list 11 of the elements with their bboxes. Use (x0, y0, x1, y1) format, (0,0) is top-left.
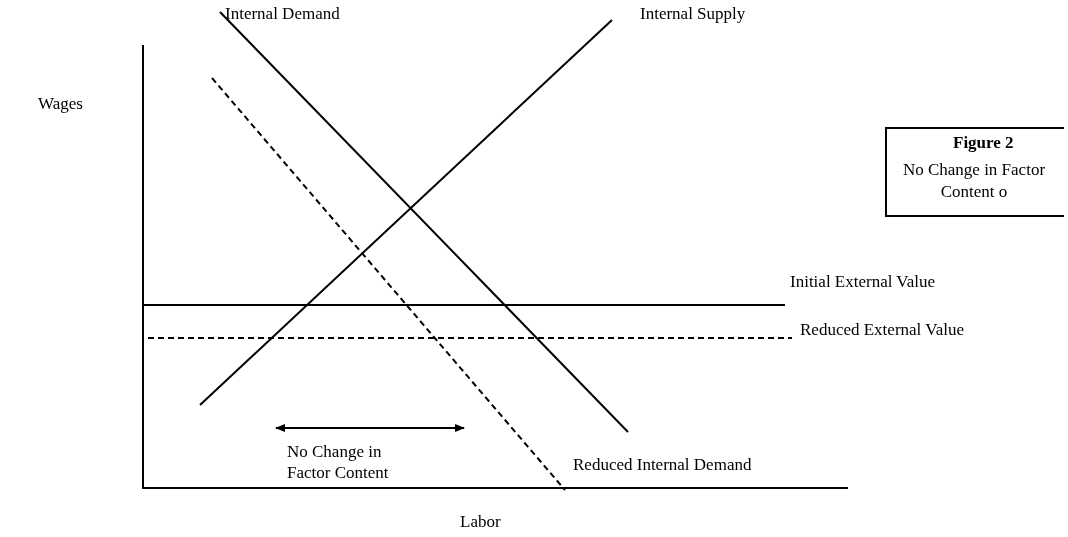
curve-label: Reduced Internal Demand (573, 455, 752, 475)
axis-title: Labor (460, 512, 501, 532)
curve-label: Internal Demand (225, 4, 340, 24)
figure-caption: No Change in Factor Content o (901, 159, 1047, 203)
line-label: Reduced External Value (800, 320, 964, 340)
axis-title: Wages (38, 94, 83, 114)
line-label: Initial External Value (790, 272, 936, 292)
figure-heading: Figure 2 (953, 133, 1014, 153)
figure-box (885, 127, 1064, 217)
range-label: No Change in Factor Content (287, 441, 390, 483)
curve-label: Internal Supply (640, 4, 746, 24)
